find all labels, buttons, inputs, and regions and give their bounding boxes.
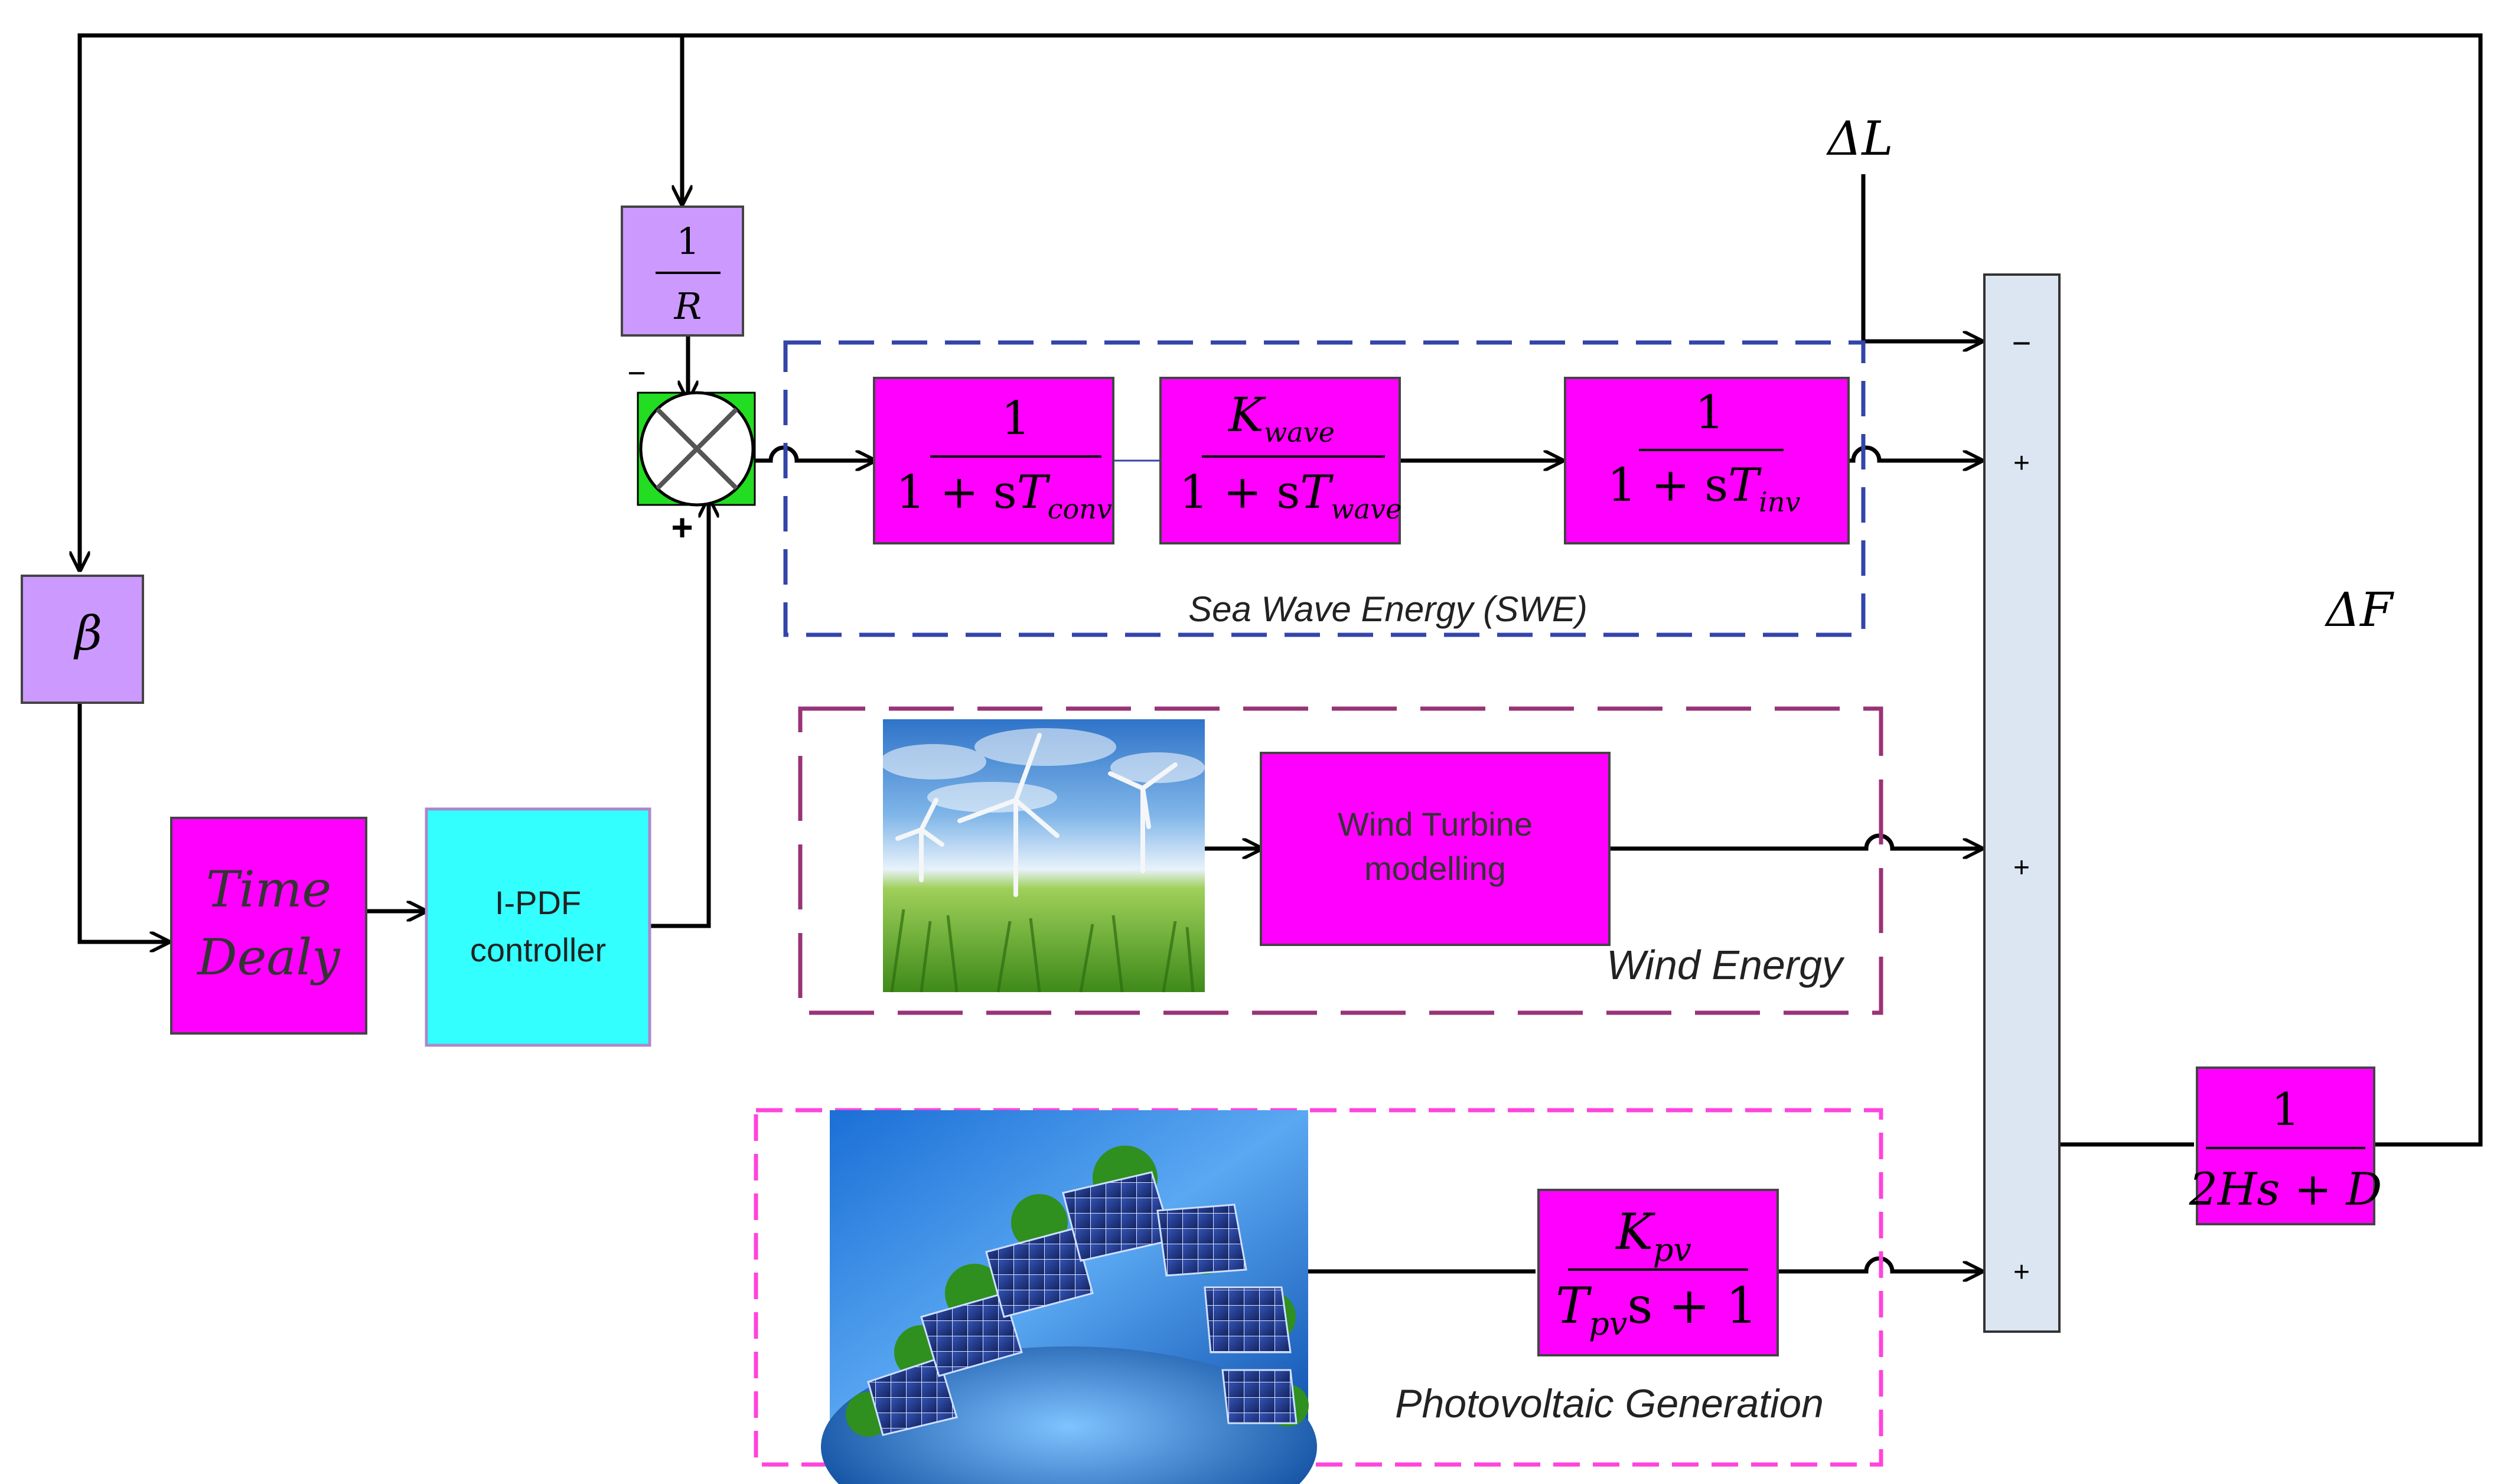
- plant-block: 1 2Hs + D: [2189, 1066, 2382, 1225]
- wind-to-sum-line: [1609, 833, 1981, 849]
- droop-denominator: R: [674, 285, 702, 328]
- wave-num-sub: wave: [1264, 416, 1335, 448]
- controller-block: I-PDF controller: [425, 807, 651, 1047]
- pv-block: Kpv Tpvs + 1: [1537, 1189, 1779, 1356]
- conv-numerator: 1: [1001, 392, 1031, 445]
- svg-text:Kpv: Kpv: [1615, 1203, 1691, 1268]
- beta-to-delay-line: [77, 703, 168, 942]
- svg-text:Kwave: Kwave: [1227, 387, 1335, 448]
- time-delay-block: Time Dealy: [170, 817, 367, 1035]
- inv-den-prefix: 1 + s: [1608, 459, 1729, 512]
- junction-plus-sign: +: [671, 506, 693, 549]
- pv-den-sub: pv: [1589, 1305, 1627, 1342]
- feedback-line-beta: [80, 33, 2483, 1147]
- wave-block: Kwave 1 + sTwave: [1159, 377, 1402, 544]
- conv-block: 1 1 + sTconv: [873, 377, 1114, 544]
- droop-numerator: 1: [676, 220, 699, 263]
- pv-den-symbol: T: [1556, 1277, 1592, 1335]
- pv-den-suffix: s + 1: [1627, 1277, 1757, 1335]
- wave-num-symbol: K: [1227, 387, 1266, 442]
- disturbance-label: ΔL: [1826, 111, 1893, 166]
- inv-den-sub: inv: [1759, 486, 1800, 518]
- inv-to-sum-line: [1849, 445, 1981, 461]
- wind-group-border: [798, 706, 1883, 1015]
- pv-to-sum-line: [1775, 1256, 1981, 1271]
- beta-block: β: [21, 575, 144, 704]
- wind-block-line1: Wind Turbine: [1338, 805, 1533, 843]
- time-delay-line1: Time: [206, 860, 331, 918]
- inv-numerator: 1: [1695, 386, 1725, 439]
- pv-num-sub: pv: [1653, 1231, 1691, 1268]
- wind-turbine-block: Wind Turbine modelling: [1260, 752, 1611, 946]
- svg-text:1 + sTwave: 1 + sTwave: [1179, 466, 1402, 525]
- sum-bar: − + + +: [1983, 273, 2061, 1333]
- junction-to-conv-line: [753, 445, 874, 461]
- junction-minus-sign: −: [627, 355, 646, 391]
- inv-block: 1 1 + sTinv: [1564, 377, 1850, 544]
- summing-junction: − +: [627, 355, 756, 549]
- conv-den-symbol: T: [1017, 466, 1051, 519]
- feedback-wiring: [77, 33, 2483, 1271]
- pv-group-border: [754, 1108, 1883, 1467]
- plant-numerator: 1: [2271, 1083, 2300, 1136]
- conv-den-sub: conv: [1048, 493, 1112, 525]
- controller-to-junction-line: [650, 499, 709, 928]
- beta-label: β: [73, 606, 102, 661]
- frequency-deviation-label: ΔF: [2324, 582, 2394, 637]
- inv-den-symbol: T: [1728, 459, 1762, 512]
- solar-panel-image: [821, 1110, 1317, 1484]
- wind-farm-image: [880, 719, 1205, 993]
- disturbance-to-sum-line: [1861, 174, 1981, 341]
- wave-den-symbol: T: [1300, 466, 1334, 519]
- controller-line1: I-PDF: [495, 884, 581, 921]
- svg-text:1 + sTinv: 1 + sTinv: [1608, 459, 1801, 518]
- svg-text:1 + sTconv: 1 + sTconv: [896, 466, 1112, 525]
- sum-sign-disturbance: −: [2012, 324, 2032, 361]
- wave-den-sub: wave: [1331, 493, 1401, 525]
- wave-den-prefix: 1 + s: [1179, 466, 1300, 519]
- swe-caption: Sea Wave Energy (SWE): [1188, 589, 1588, 629]
- sum-sign-wind: +: [2013, 852, 2030, 883]
- droop-block: 1 R: [621, 206, 744, 337]
- sum-sign-swe: +: [2013, 448, 2030, 479]
- pv-num-symbol: K: [1615, 1203, 1655, 1261]
- sum-sign-pv: +: [2013, 1257, 2030, 1288]
- controller-line2: controller: [470, 931, 606, 968]
- swe-group-border: [783, 340, 1866, 637]
- plant-denominator: 2Hs + D: [2189, 1163, 2382, 1215]
- svg-text:Tpvs + 1: Tpvs + 1: [1556, 1277, 1757, 1342]
- wind-block-line2: modelling: [1364, 850, 1506, 887]
- conv-den-prefix: 1 + s: [896, 466, 1017, 519]
- time-delay-line2: Dealy: [196, 928, 341, 986]
- pv-caption: Photovoltaic Generation: [1395, 1381, 1824, 1426]
- wind-caption: Wind Energy: [1606, 942, 1845, 988]
